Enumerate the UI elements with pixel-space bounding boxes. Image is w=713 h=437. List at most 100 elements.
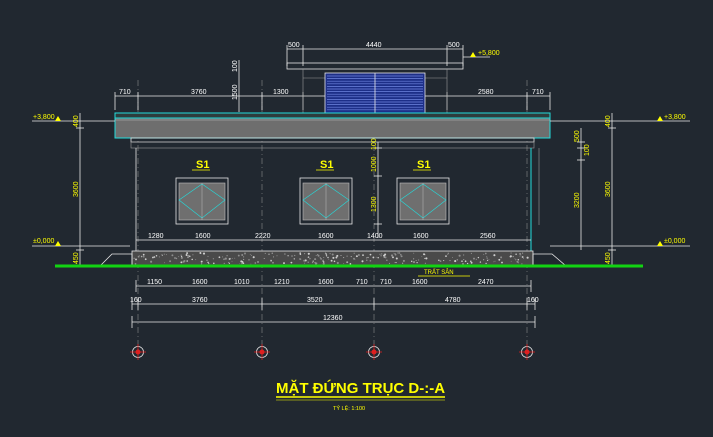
- hatch-dot: [458, 254, 461, 257]
- dim-b1-1: 1150: [147, 279, 162, 286]
- hatch-dot: [231, 257, 233, 259]
- hatch-dot: [357, 254, 360, 256]
- hatch-dot: [510, 260, 512, 262]
- dim-r2-3: 1300: [273, 89, 289, 96]
- dim-r2-2: 3760: [191, 89, 207, 96]
- hatch-dot: [223, 262, 225, 265]
- hatch-dot: [383, 254, 385, 257]
- hatch-dot: [273, 256, 275, 258]
- hatch-dot: [521, 256, 524, 258]
- dim-ground-6: 1600: [413, 233, 429, 240]
- hatch-dot: [237, 254, 240, 257]
- hatch-dot: [314, 258, 317, 261]
- grid-axis-markers: [130, 344, 535, 360]
- hatch-dot: [250, 254, 252, 256]
- hatch-dot: [186, 252, 189, 255]
- hatch-dot: [493, 261, 495, 263]
- window-3-label: S1: [417, 159, 430, 171]
- hatch-dot: [350, 256, 352, 258]
- hatch-dot: [299, 253, 302, 256]
- dim-inner-right-1: 500: [574, 130, 581, 142]
- dim-b1-7: 710: [380, 279, 392, 286]
- hatch-dot: [158, 256, 160, 258]
- hatch-dot: [425, 257, 428, 260]
- hatch-dot: [377, 256, 379, 259]
- dim-top-row: 500 4440 500 +5,800: [286, 42, 500, 66]
- hatch-dot: [522, 252, 524, 254]
- dim-b1-6: 710: [356, 279, 368, 286]
- hatch-dot: [443, 260, 445, 262]
- hatch-dot: [381, 253, 383, 255]
- hatch-dot: [526, 256, 529, 259]
- hatch-dot: [515, 253, 517, 255]
- hatch-dot: [485, 262, 487, 265]
- dim-ground-7: 2560: [480, 233, 496, 240]
- hatch-dot: [315, 262, 318, 265]
- hatch-dot: [248, 259, 250, 261]
- hatch-dot: [324, 252, 326, 254]
- hatch-dot: [252, 256, 255, 259]
- hatch-dot: [523, 257, 524, 259]
- hatch-dot: [415, 259, 417, 261]
- hatch-dot: [413, 258, 415, 260]
- dim-center-vert: 1000 100 1300: [371, 138, 382, 238]
- axis-marker-3: [366, 344, 382, 360]
- hatch-dot: [309, 258, 311, 260]
- hatch-dot: [336, 254, 339, 257]
- dim-right-1: 400: [605, 115, 612, 127]
- level-ground-left: ±0,000: [33, 238, 54, 245]
- hatch-dot: [212, 258, 215, 260]
- hatch-dot: [516, 260, 519, 263]
- hatch-dot: [332, 256, 335, 259]
- hatch-dot: [456, 259, 459, 261]
- hatch-dot: [447, 253, 449, 256]
- dim-total-value: 12360: [323, 315, 343, 322]
- hatch-dot: [479, 261, 482, 263]
- window-1-label: S1: [196, 159, 209, 171]
- dim-r2-6: 710: [532, 89, 544, 96]
- hatch-dot: [241, 254, 244, 256]
- hatch-dot: [369, 259, 372, 262]
- dim-left-1: 400: [73, 115, 80, 127]
- hatch-dot: [276, 255, 278, 257]
- hatch-dot: [366, 257, 367, 259]
- hatch-dot: [392, 256, 394, 259]
- hatch-dot: [521, 263, 523, 265]
- hatch-dot: [519, 255, 521, 257]
- hatch-dot: [287, 255, 289, 257]
- level-roof-left: +3,800: [33, 114, 55, 121]
- hatch-dot: [333, 260, 336, 263]
- dim-r2-1: 710: [119, 89, 131, 96]
- dim-small-vert-1: 100: [232, 60, 239, 72]
- hatch-dot: [322, 259, 324, 261]
- hatch-dot: [187, 254, 190, 257]
- hatch-dot: [449, 260, 451, 262]
- hatch-dot: [163, 253, 165, 255]
- hatch-dot: [423, 253, 425, 256]
- hatch-dot: [366, 259, 368, 262]
- axis-marker-4: [519, 344, 535, 360]
- hatch-dot: [206, 259, 208, 261]
- hatch-dot: [294, 254, 296, 257]
- hatch-dot: [200, 263, 203, 265]
- dim-r2-5: 2580: [478, 89, 494, 96]
- hatch-dot: [394, 262, 396, 264]
- plinth: [99, 250, 568, 267]
- hatch-dot: [153, 256, 155, 258]
- hatch-dot: [141, 256, 143, 258]
- hatch-dot: [438, 259, 440, 262]
- hatch-dot: [517, 259, 520, 261]
- hatch-dot: [394, 253, 397, 256]
- hatch-dot: [462, 254, 465, 256]
- hatch-dot: [331, 253, 334, 256]
- hatch-dot: [304, 259, 307, 262]
- hatch-dot: [207, 261, 209, 264]
- hatch-dot: [390, 254, 394, 257]
- dim-ground-5: 1400: [367, 233, 383, 240]
- hatch-dot: [244, 252, 246, 255]
- level-roof-right: +3,800: [664, 114, 686, 121]
- hatch-dot: [180, 256, 183, 259]
- dim-b1-2: 1600: [192, 279, 208, 286]
- window-1: S1: [175, 159, 229, 225]
